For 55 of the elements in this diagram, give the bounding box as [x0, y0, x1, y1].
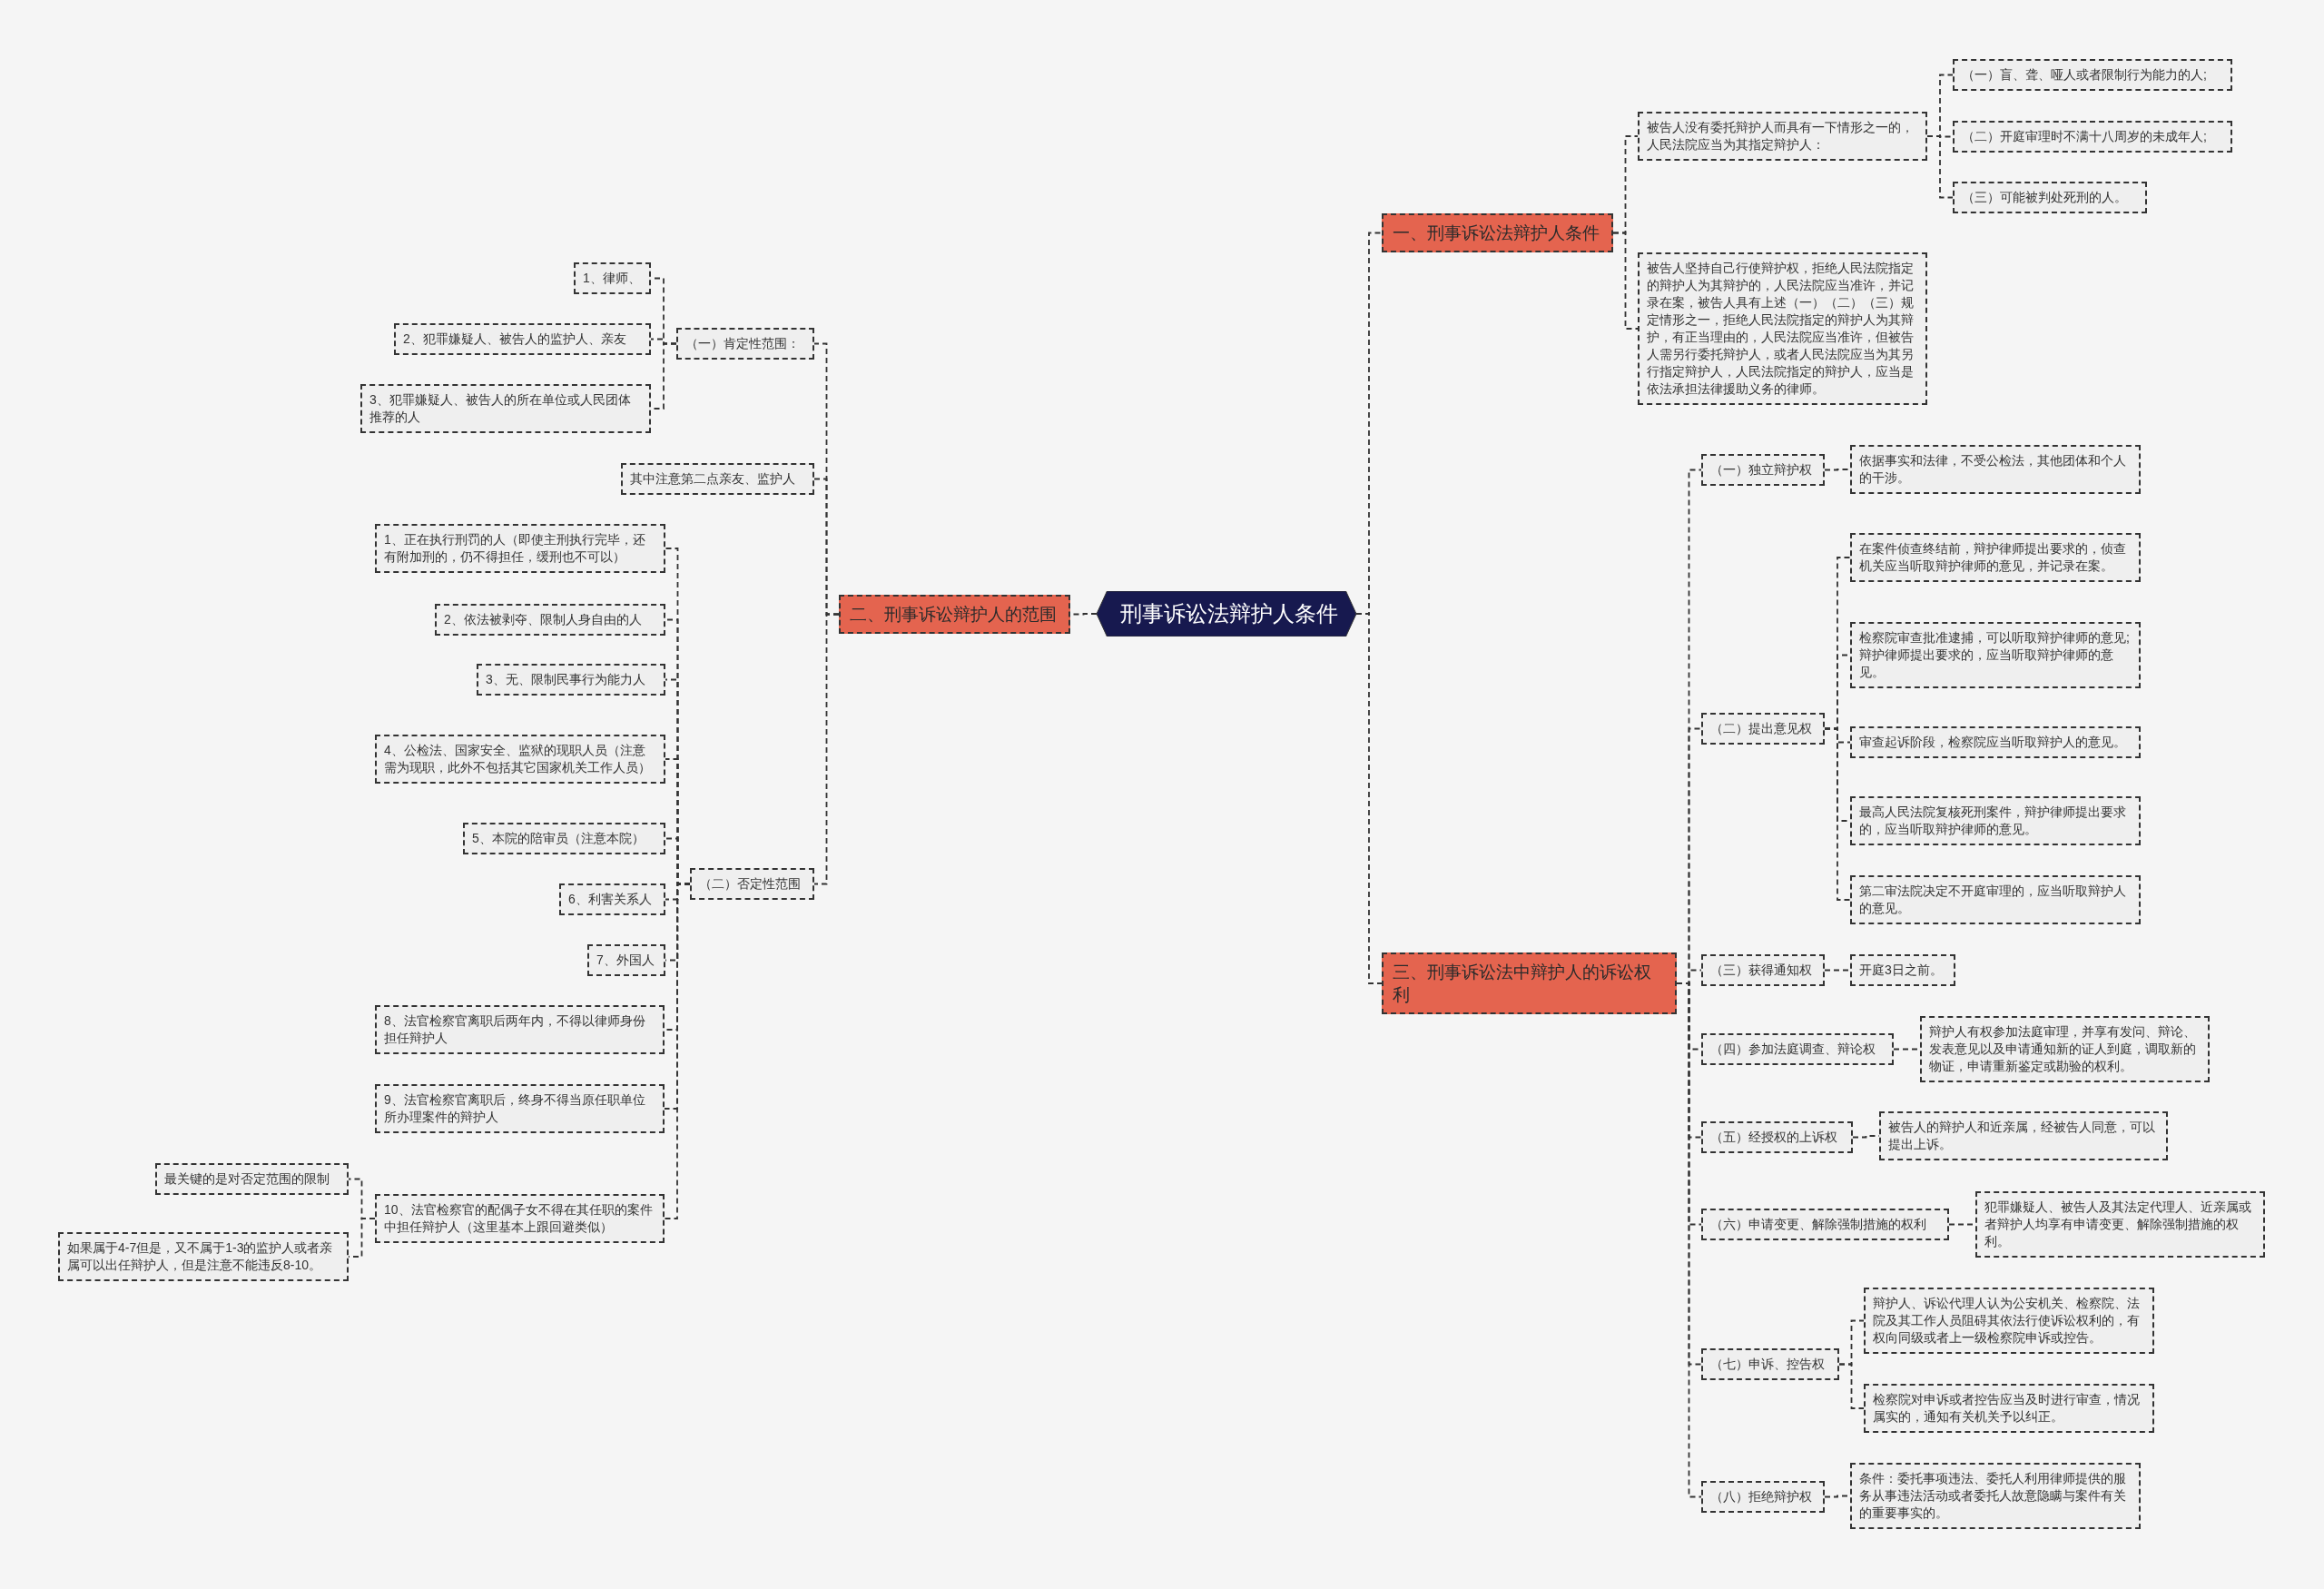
topic-box: 2、犯罪嫌疑人、被告人的监护人、亲友	[394, 323, 651, 355]
topic-box: （六）申请变更、解除强制措施的权利	[1701, 1209, 1949, 1240]
topic-box: （五）经授权的上诉权	[1701, 1121, 1853, 1153]
branch-box: 一、刑事诉讼法辩护人条件	[1382, 213, 1613, 252]
topic-box: 被告人坚持自己行使辩护权，拒绝人民法院指定的辩护人为其辩护的，人民法院应当准许，并记录在案，被告人具有上述（一）（二）（三）规定情形之一，拒绝人民法院指定的辩护人为其辩护，有正当理由的，人民法院应当准许，但被告人需另行委托辩护人，或者人民法院应当为其另行指定辩护人，人民法院指定的辩护人，应当是依法承担法律援助义务的律师。	[1638, 252, 1927, 405]
topic-box: 3、无、限制民事行为能力人	[477, 664, 665, 696]
topic-box: 检察院对申诉或者控告应当及时进行审查，情况属实的，通知有关机关予以纠正。	[1864, 1384, 2154, 1433]
topic-box: （三）可能被判处死刑的人。	[1953, 182, 2147, 213]
topic-box: 被告人没有委托辩护人而具有一下情形之一的，人民法院应当为其指定辩护人：	[1638, 112, 1927, 161]
topic-box: 最关键的是对否定范围的限制	[155, 1163, 349, 1195]
topic-box: 其中注意第二点亲友、监护人	[621, 463, 814, 495]
topic-box: （二）提出意见权	[1701, 713, 1825, 745]
topic-box: 2、依法被剥夺、限制人身自由的人	[435, 604, 665, 636]
topic-box: 开庭3日之前。	[1850, 954, 1955, 986]
connector-line	[813, 613, 840, 885]
topic-box: 依据事实和法律，不受公检法，其他团体和个人的干涉。	[1850, 445, 2141, 494]
topic-box: （三）获得通知权	[1701, 954, 1825, 986]
topic-box: （一）盲、聋、哑人或者限制行为能力的人;	[1953, 59, 2232, 91]
topic-box: 4、公检法、国家安全、监狱的现职人员（注意需为现职，此外不包括其它国家机关工作人员）	[375, 735, 665, 784]
topic-box: 8、法官检察官离职后两年内，不得以律师身份担任辩护人	[375, 1005, 665, 1054]
topic-box: 第二审法院决定不开庭审理的，应当听取辩护人的意见。	[1850, 875, 2141, 924]
connector-line	[1926, 135, 1954, 199]
topic-box: （二）开庭审理时不满十八周岁的未成年人;	[1953, 121, 2232, 153]
topic-box: （八）拒绝辩护权	[1701, 1481, 1825, 1513]
connector-line	[1824, 727, 1851, 901]
topic-box: （四）参加法庭调查、辩论权	[1701, 1033, 1894, 1065]
topic-box: （一）肯定性范围：	[676, 328, 814, 360]
topic-box: 犯罪嫌疑人、被告人及其法定代理人、近亲属或者辩护人均享有申请变更、解除强制措施的权利。	[1975, 1191, 2265, 1258]
topic-box: （二）否定性范围	[690, 868, 814, 900]
branch-box: 三、刑事诉讼法中辩护人的诉讼权利	[1382, 952, 1677, 1014]
topic-box: 如果属于4-7但是，又不属于1-3的监护人或者亲属可以出任辩护人，但是注意不能违反8-10。	[58, 1232, 349, 1281]
topic-box: 9、法官检察官离职后，终身不得当原任职单位所办理案件的辩护人	[375, 1084, 665, 1133]
connector-line	[1824, 469, 1851, 471]
topic-box: （七）申诉、控告权	[1701, 1348, 1839, 1380]
branch-box: 二、刑事诉讼辩护人的范围	[839, 595, 1070, 634]
topic-box: 条件：委托事项违法、委托人利用律师提供的服务从事违法活动或者委托人故意隐瞒与案件有关的重要事实的。	[1850, 1463, 2141, 1529]
topic-box: 10、法官检察官的配偶子女不得在其任职的案件中担任辩护人（这里基本上跟回避类似）	[375, 1194, 665, 1243]
topic-box: 辩护人有权参加法庭审理，并享有发问、辩论、发表意见以及申请通知新的证人到庭，调取新的物证，申请重新鉴定或勘验的权利。	[1920, 1016, 2210, 1082]
topic-box: 检察院审查批准逮捕，可以听取辩护律师的意见;辩护律师提出要求的，应当听取辩护律师的意见。	[1850, 622, 2141, 688]
topic-box: 辩护人、诉讼代理人认为公安机关、检察院、法院及其工作人员阻碍其依法行使诉讼权利的，有权向同级或者上一级检察院申诉或控告。	[1864, 1288, 2154, 1354]
topic-box: 6、利害关系人	[559, 883, 665, 915]
topic-box: 最高人民法院复核死刑案件，辩护律师提出要求的，应当听取辩护律师的意见。	[1850, 796, 2141, 845]
topic-box: 被告人的辩护人和近亲属，经被告人同意，可以提出上诉。	[1879, 1111, 2168, 1160]
connector-line	[1824, 969, 1851, 972]
topic-box: 1、正在执行刑罚的人（即使主刑执行完毕，还有附加刑的，仍不得担任，缓刑也不可以）	[375, 524, 665, 573]
topic-box: 1、律师、	[574, 262, 651, 294]
topic-box: 3、犯罪嫌疑人、被告人的所在单位或人民团体推荐的人	[360, 384, 651, 433]
topic-box: 7、外国人	[587, 944, 665, 976]
central-topic: 刑事诉讼法辩护人条件	[1097, 591, 1356, 637]
topic-box: 5、本院的陪审员（注意本院）	[463, 823, 665, 854]
connector-line	[1838, 1363, 1865, 1409]
topic-box: 审查起诉阶段，检察院应当听取辩护人的意见。	[1850, 726, 2141, 758]
topic-box: （一）独立辩护权	[1701, 454, 1825, 486]
connector-line	[1612, 232, 1639, 330]
topic-box: 在案件侦查终结前，辩护律师提出要求的，侦查机关应当听取辩护律师的意见，并记录在案。	[1850, 533, 2141, 582]
